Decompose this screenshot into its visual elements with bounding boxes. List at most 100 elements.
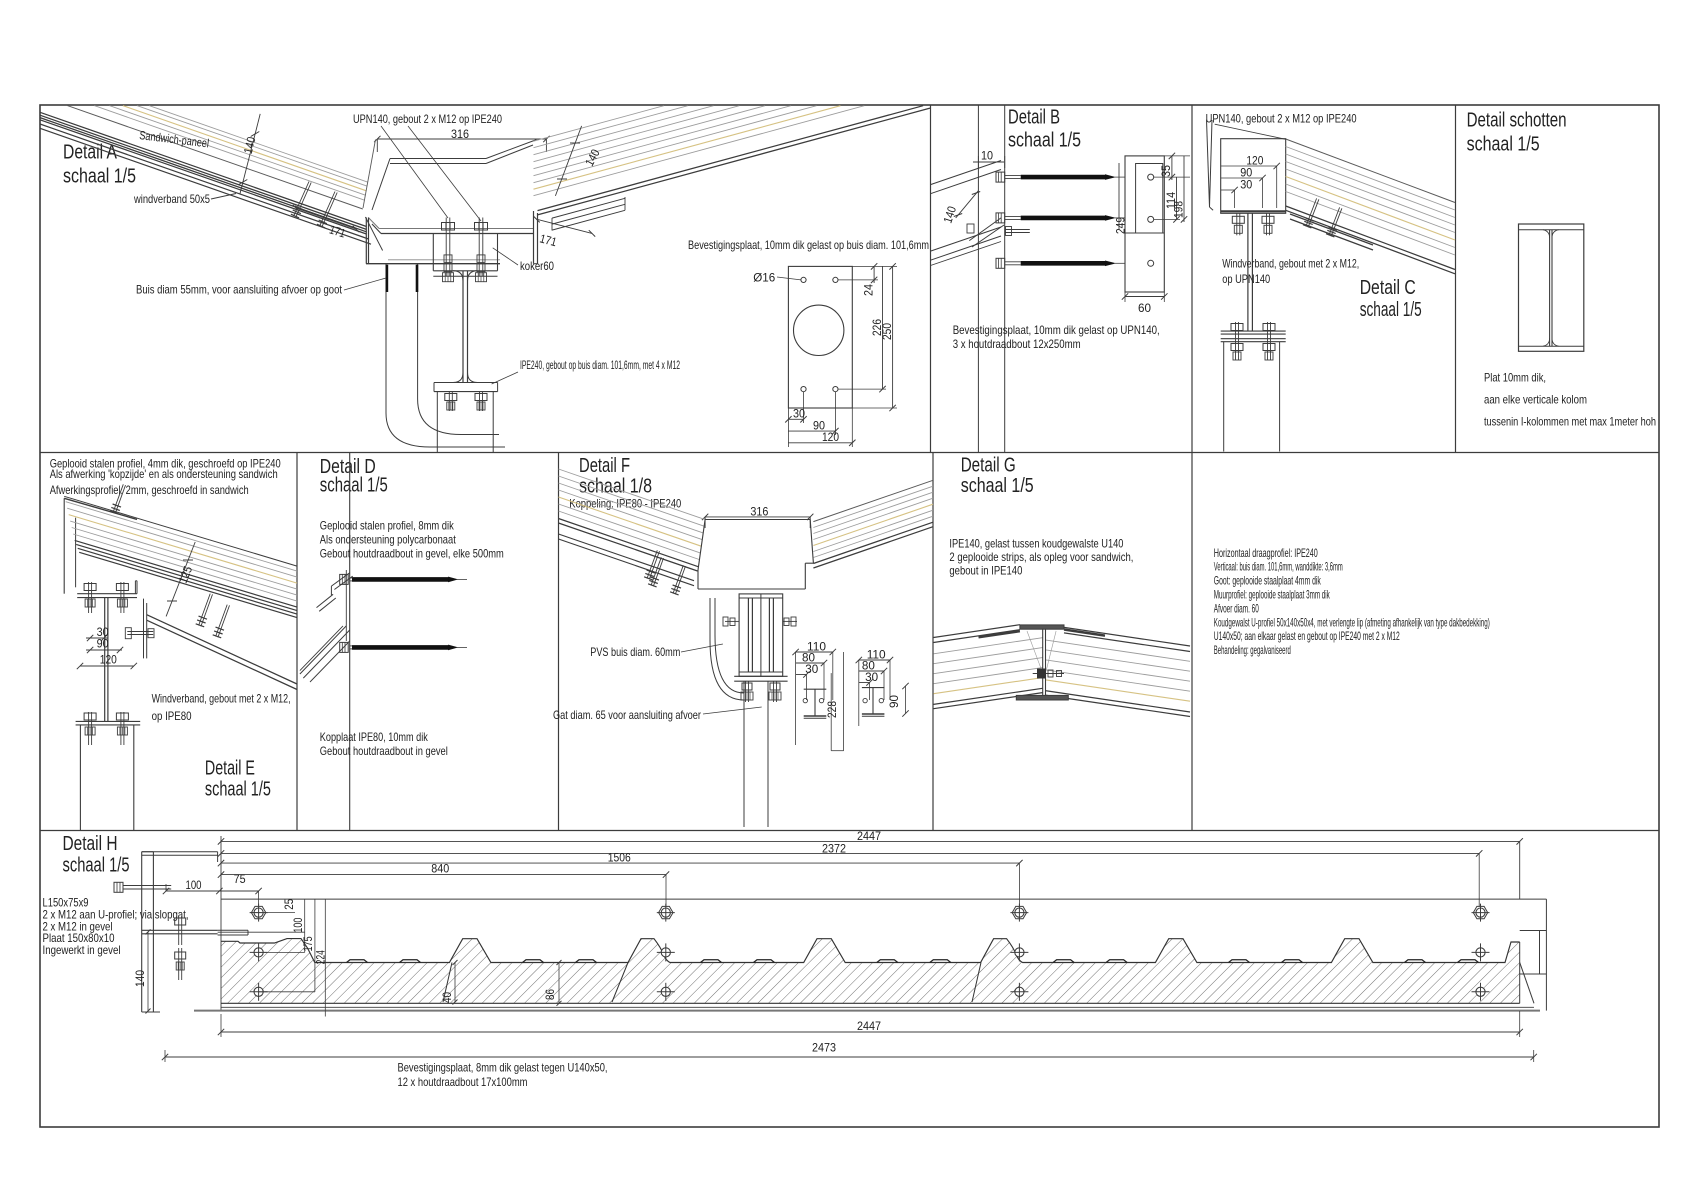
svg-text:80: 80: [802, 651, 815, 665]
svg-text:Bevestigingsplaat, 10mm dik ge: Bevestigingsplaat, 10mm dik gelast op UP…: [953, 323, 1160, 337]
svg-text:2372: 2372: [822, 841, 846, 855]
svg-text:Buis diam 55mm, voor aansluiti: Buis diam 55mm, voor aansluiting afvoer …: [136, 283, 343, 297]
svg-text:316: 316: [451, 127, 469, 141]
svg-text:Detail B: Detail B: [1008, 107, 1060, 129]
svg-text:Detail C: Detail C: [1360, 277, 1416, 299]
svg-text:Bevestigingsplaat, 10mm dik ge: Bevestigingsplaat, 10mm dik gelast op bu…: [688, 238, 929, 252]
svg-text:aan elke verticale kolom: aan elke verticale kolom: [1484, 393, 1587, 407]
svg-text:250: 250: [880, 323, 894, 340]
svg-text:2447: 2447: [857, 1019, 881, 1033]
svg-text:Bevestigingsplaat, 8mm dik gel: Bevestigingsplaat, 8mm dik gelast tegen …: [398, 1061, 608, 1075]
svg-text:226: 226: [870, 319, 884, 336]
svg-text:IPE140, gelast tussen koudgewa: IPE140, gelast tussen koudgewalste U140: [949, 537, 1123, 551]
svg-text:30: 30: [1240, 178, 1252, 192]
svg-text:2 x M12 aan U-profiel; via slo: 2 x M12 aan U-profiel; via slopgat,: [43, 907, 189, 921]
svg-text:Windverband, gebout met 2 x M1: Windverband, gebout met 2 x M12,: [1222, 257, 1359, 271]
svg-text:schaal 1/5: schaal 1/5: [63, 855, 130, 877]
svg-text:1506: 1506: [608, 851, 631, 865]
svg-text:UPN140, gebout 2 x M12 op IPE2: UPN140, gebout 2 x M12 op IPE240: [353, 112, 502, 126]
svg-text:2 geplooide strips, als opleg: 2 geplooide strips, als opleg voor sandw…: [949, 550, 1133, 564]
svg-text:PVS buis diam. 60mm: PVS buis diam. 60mm: [590, 645, 680, 659]
svg-text:125: 125: [176, 564, 195, 585]
svg-text:10: 10: [981, 149, 993, 163]
svg-text:Geplooid stalen profiel, 4mm d: Geplooid stalen profiel, 4mm dik, geschr…: [50, 456, 281, 470]
svg-text:90: 90: [813, 419, 825, 433]
svg-text:171: 171: [328, 222, 348, 240]
svg-text:Goot: geplooide staalplaat 4mm: Goot: geplooide staalplaat 4mm dik: [1214, 574, 1322, 588]
svg-text:gebout in IPE140: gebout in IPE140: [949, 564, 1022, 578]
svg-text:tussenin I-kolommen met max 1m: tussenin I-kolommen met max 1meter hoh: [1484, 415, 1656, 429]
svg-text:840: 840: [431, 862, 449, 876]
svg-text:schaal 1/5: schaal 1/5: [1008, 130, 1081, 152]
svg-text:90: 90: [1240, 166, 1252, 180]
svg-text:198: 198: [1172, 201, 1186, 218]
svg-text:110: 110: [867, 647, 886, 661]
svg-text:Horizontaal draagprofiel: IPE2: Horizontaal draagprofiel: IPE240: [1214, 546, 1318, 560]
svg-text:Ingewerkt in gevel: Ingewerkt in gevel: [43, 943, 121, 957]
svg-text:86: 86: [543, 989, 557, 1000]
svg-text:90: 90: [887, 695, 901, 708]
svg-text:Detail D: Detail D: [320, 456, 376, 478]
svg-text:249: 249: [1114, 217, 1128, 234]
svg-text:Windverband, gebout met 2 x M1: Windverband, gebout met 2 x M12,: [152, 692, 291, 706]
svg-text:schaal 1/5: schaal 1/5: [1360, 299, 1422, 321]
svg-text:Koudgewalst U-profiel 50x140x5: Koudgewalst U-profiel 50x140x50x4, met v…: [1214, 615, 1490, 629]
svg-text:Afwerkingsprofiel, 2mm, geschr: Afwerkingsprofiel, 2mm, geschroefd in sa…: [50, 483, 249, 497]
svg-text:Detail F: Detail F: [579, 455, 630, 477]
svg-text:Plaat 150x80x10: Plaat 150x80x10: [43, 931, 115, 945]
svg-text:2447: 2447: [857, 829, 881, 843]
svg-text:171: 171: [538, 231, 558, 249]
svg-text:24: 24: [861, 284, 875, 296]
svg-text:25: 25: [282, 899, 296, 910]
svg-text:140: 140: [133, 970, 147, 987]
svg-text:schaal 1/5: schaal 1/5: [1467, 134, 1540, 156]
svg-text:3 x houtdraadbout 12x250mm: 3 x houtdraadbout 12x250mm: [953, 337, 1081, 351]
svg-text:2473: 2473: [812, 1041, 836, 1055]
svg-text:100: 100: [291, 917, 305, 932]
svg-text:80: 80: [862, 659, 875, 673]
svg-text:schaal 1/5: schaal 1/5: [320, 475, 388, 497]
svg-text:op IPE80: op IPE80: [152, 709, 192, 723]
svg-text:Detail A: Detail A: [63, 142, 118, 164]
svg-text:schaal 1/5: schaal 1/5: [205, 779, 271, 801]
svg-text:Plat 10mm dik,: Plat 10mm dik,: [1484, 371, 1546, 385]
svg-text:Koppeling: IPE80 - IPE240: Koppeling: IPE80 - IPE240: [569, 496, 681, 510]
svg-text:schaal 1/5: schaal 1/5: [961, 475, 1034, 497]
svg-text:Detail G: Detail G: [961, 455, 1016, 477]
svg-text:2 x M12 in gevel: 2 x M12 in gevel: [43, 919, 113, 933]
svg-text:224: 224: [313, 950, 327, 964]
svg-text:op UPN140: op UPN140: [1222, 272, 1270, 286]
svg-text:110: 110: [807, 639, 826, 653]
svg-text:Gebout houtdraadbout in gevel: Gebout houtdraadbout in gevel: [320, 744, 448, 758]
svg-text:Gebout houtdraadbout in gevel,: Gebout houtdraadbout in gevel, elke 500m…: [320, 547, 504, 561]
svg-text:30: 30: [97, 625, 109, 639]
svg-text:12 x houtdraadbout 17x100mm: 12 x houtdraadbout 17x100mm: [398, 1075, 528, 1089]
svg-text:Als ondersteuning polycarbonaa: Als ondersteuning polycarbonaat: [320, 533, 457, 547]
svg-text:schaal 1/8: schaal 1/8: [579, 476, 652, 498]
svg-text:114: 114: [1164, 192, 1178, 209]
svg-text:Geplooid stalen profiel, 8mm d: Geplooid stalen profiel, 8mm dik: [320, 519, 455, 533]
svg-text:L150x75x9: L150x75x9: [43, 896, 89, 910]
svg-text:75: 75: [234, 872, 246, 886]
svg-text:Detail schotten: Detail schotten: [1467, 110, 1567, 132]
svg-text:Kopplaat IPE80, 10mm dik: Kopplaat IPE80, 10mm dik: [320, 730, 429, 744]
svg-text:60: 60: [1138, 301, 1151, 315]
svg-text:35: 35: [1159, 165, 1173, 177]
svg-text:Ø16: Ø16: [753, 271, 775, 285]
svg-text:30: 30: [865, 670, 878, 684]
svg-text:windverband 50x5: windverband 50x5: [133, 192, 210, 206]
svg-text:Muurprofiel: geplooide staalpl: Muurprofiel: geplooide staalplaat 3mm di…: [1214, 588, 1331, 602]
svg-text:40: 40: [440, 992, 454, 1003]
svg-text:Afvoer diam. 60: Afvoer diam. 60: [1214, 601, 1259, 615]
svg-text:100: 100: [186, 878, 202, 892]
svg-text:140: 140: [941, 204, 960, 225]
svg-text:175: 175: [301, 936, 315, 951]
svg-text:30: 30: [793, 407, 805, 421]
svg-text:IPE240, gebout op buis diam. 1: IPE240, gebout op buis diam. 101,6mm, me…: [520, 358, 680, 372]
svg-text:Detail E: Detail E: [205, 758, 255, 780]
svg-text:90: 90: [97, 637, 109, 651]
svg-text:120: 120: [822, 430, 839, 444]
svg-text:120: 120: [100, 653, 117, 667]
svg-text:Detail H: Detail H: [63, 833, 118, 855]
svg-text:316: 316: [750, 504, 768, 518]
